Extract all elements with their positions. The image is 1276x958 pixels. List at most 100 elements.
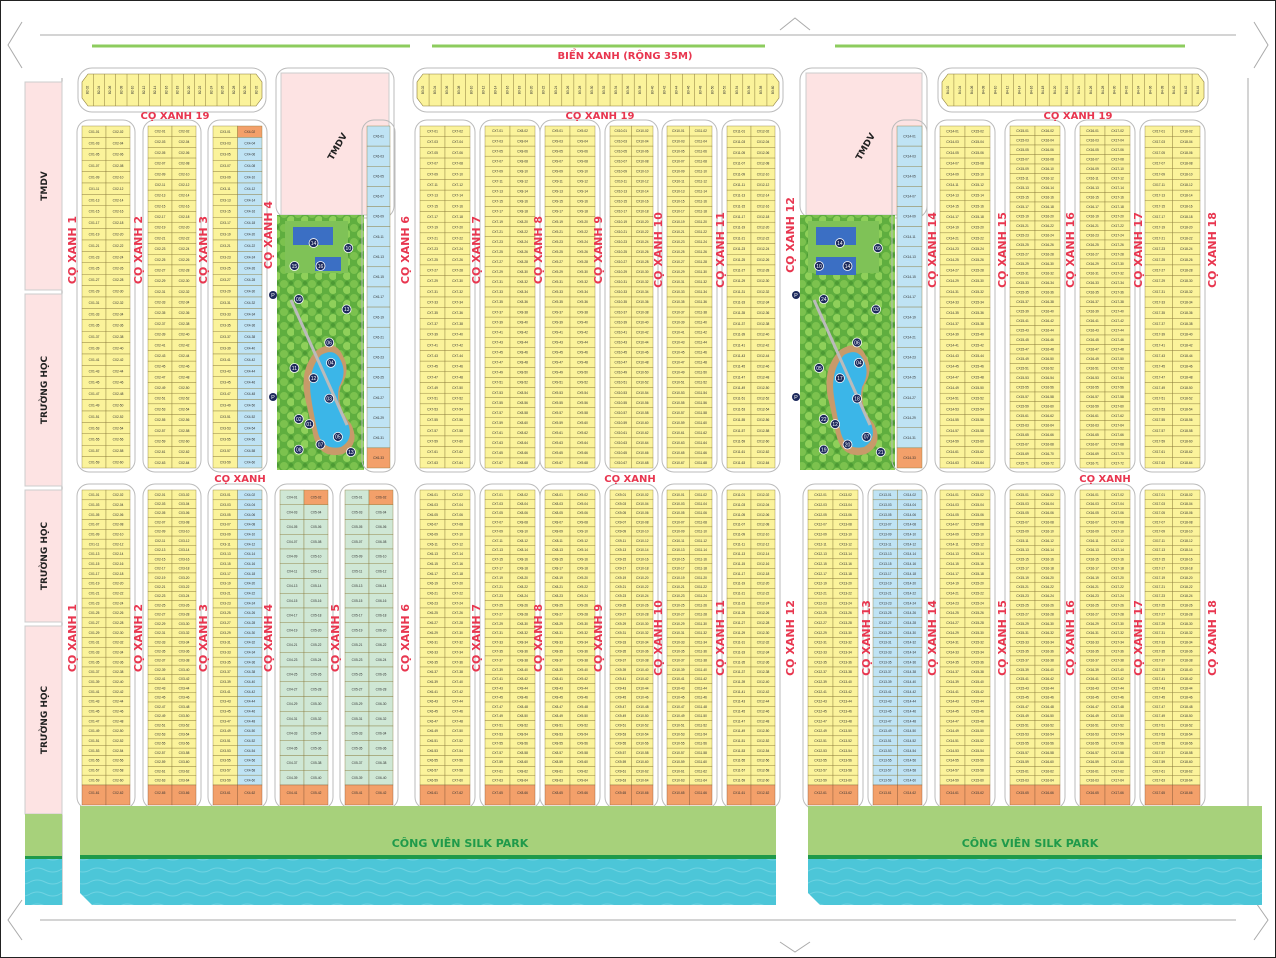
lot-label: CX18-24 — [1180, 247, 1193, 251]
park-amenity-marker[interactable]: 09 — [873, 243, 883, 254]
park-amenity-marker[interactable]: 05 — [814, 363, 824, 373]
corner-lot[interactable] — [105, 784, 131, 806]
park-amenity-marker[interactable]: 15 — [289, 261, 300, 271]
lot[interactable] — [444, 457, 471, 469]
corner-lot[interactable] — [964, 784, 991, 806]
lot-label: CX6-53 — [427, 749, 438, 753]
corner-lot[interactable] — [666, 784, 690, 806]
corner-lot[interactable] — [609, 784, 632, 806]
park-amenity-marker[interactable]: 03 — [871, 304, 881, 315]
corner-lot[interactable] — [631, 784, 654, 806]
park-amenity-marker[interactable]: 08 — [293, 444, 304, 455]
corner-lot[interactable] — [1009, 784, 1036, 806]
lot-label: CX17-25 — [1152, 258, 1165, 262]
lot-label: CX8-30 — [517, 270, 528, 274]
lot[interactable] — [509, 457, 536, 469]
corner-lot[interactable] — [147, 784, 173, 806]
park-amenity-marker[interactable]: 13 — [346, 447, 356, 458]
park-amenity-marker[interactable]: 01 — [304, 419, 315, 430]
park-amenity-marker[interactable]: 04 — [326, 357, 336, 368]
lot-label: CX17-66 — [1111, 433, 1124, 437]
corner-lot[interactable] — [484, 784, 511, 806]
corner-lot[interactable] — [444, 784, 471, 806]
corner-lot[interactable] — [368, 784, 394, 806]
lot[interactable] — [631, 457, 654, 469]
corner-lot[interactable] — [689, 784, 713, 806]
corner-lot[interactable] — [1079, 784, 1106, 806]
corner-lot[interactable] — [832, 784, 859, 806]
park-amenity-marker[interactable]: 18 — [852, 393, 862, 404]
park-amenity-marker[interactable]: 14 — [842, 261, 853, 271]
park-amenity-marker[interactable]: 19 — [818, 444, 829, 455]
park-amenity-marker[interactable]: 13 — [341, 304, 352, 315]
corner-lot[interactable] — [1104, 784, 1131, 806]
corner-lot[interactable] — [303, 784, 329, 806]
lot-label: CX10-08 — [636, 520, 649, 524]
lot-label: CX6-34 — [376, 732, 387, 736]
lot[interactable] — [105, 456, 131, 469]
lot[interactable] — [171, 457, 197, 469]
park-amenity-marker[interactable]: 04 — [854, 357, 864, 368]
corner-lot[interactable] — [212, 784, 238, 806]
lot[interactable] — [237, 456, 263, 469]
corner-lot[interactable] — [939, 784, 966, 806]
park-amenity-marker[interactable]: 10 — [814, 261, 824, 271]
park-amenity-marker[interactable]: 09 — [293, 294, 304, 305]
park-amenity-marker[interactable]: 11 — [289, 363, 300, 373]
park-amenity-marker[interactable]: 06 — [852, 337, 862, 348]
lot-label: CX16-22 — [1041, 585, 1054, 589]
lot-label: CX16-53 — [1086, 376, 1099, 380]
park-amenity-marker[interactable]: 16 — [315, 261, 326, 271]
park-amenity-marker[interactable]: 06 — [324, 337, 335, 348]
park-amenity-marker[interactable]: 07 — [315, 439, 326, 450]
lot-label: CX14-21 — [903, 335, 916, 339]
corner-lot[interactable] — [544, 784, 571, 806]
lot-label: CX17-68 — [1111, 442, 1124, 446]
lot[interactable] — [569, 457, 596, 469]
lot-label: CX15-17 — [1016, 205, 1029, 209]
corner-lot[interactable] — [1144, 784, 1173, 806]
park-amenity-marker[interactable]: 14 — [308, 238, 319, 248]
park-amenity-marker[interactable]: 07 — [861, 431, 872, 442]
lot-label: B3-48 — [699, 86, 703, 95]
park-amenity-marker[interactable]: 20 — [842, 439, 853, 450]
corner-lot[interactable] — [726, 784, 752, 806]
park-amenity-marker[interactable]: 17 — [835, 373, 845, 384]
lot[interactable] — [366, 447, 391, 469]
park-amenity-marker[interactable]: 05 — [332, 431, 343, 442]
park-amenity-marker[interactable]: 22 — [818, 414, 829, 424]
park-amenity-marker[interactable]: 21 — [875, 447, 886, 458]
corner-lot[interactable] — [237, 784, 263, 806]
lot-label: CX9-06 — [577, 511, 588, 515]
corner-lot[interactable] — [897, 784, 923, 806]
corner-lot[interactable] — [509, 784, 536, 806]
street-mid-label-2: CỌ XANH — [604, 474, 656, 485]
corner-lot[interactable] — [344, 784, 370, 806]
lot-label: CX7-27 — [492, 260, 503, 264]
corner-lot[interactable] — [1034, 784, 1061, 806]
lot-label: CX6-45 — [427, 709, 438, 713]
park-amenity-marker[interactable]: 14 — [835, 238, 845, 248]
corner-lot[interactable] — [279, 784, 305, 806]
park-amenity-marker[interactable]: 24 — [818, 294, 829, 305]
corner-lot[interactable] — [1172, 784, 1201, 806]
corner-lot[interactable] — [872, 784, 898, 806]
park-amenity-marker[interactable]: 03 — [324, 393, 335, 404]
park-amenity-marker[interactable]: 12 — [308, 373, 319, 384]
park-amenity-marker[interactable]: 12 — [830, 419, 841, 430]
park-amenity-marker[interactable]: 02 — [293, 414, 304, 424]
corner-lot[interactable] — [419, 784, 446, 806]
lot-label: CX8-15 — [552, 557, 563, 561]
lot-label: CX12-18 — [757, 572, 770, 576]
lot-label: CX17-35 — [1152, 311, 1165, 315]
park-amenity-marker[interactable]: 10 — [343, 243, 354, 254]
corner-lot[interactable] — [807, 784, 834, 806]
lot-label: CX13-55 — [879, 759, 892, 763]
street-label: CỌ XANH 7 — [470, 604, 483, 672]
corner-lot[interactable] — [81, 784, 107, 806]
corner-lot[interactable] — [569, 784, 596, 806]
corner-lot[interactable] — [171, 784, 197, 806]
lot-label: CX11-39 — [733, 680, 746, 684]
corner-lot[interactable] — [750, 784, 776, 806]
lot-label: B2-26 — [221, 86, 225, 95]
